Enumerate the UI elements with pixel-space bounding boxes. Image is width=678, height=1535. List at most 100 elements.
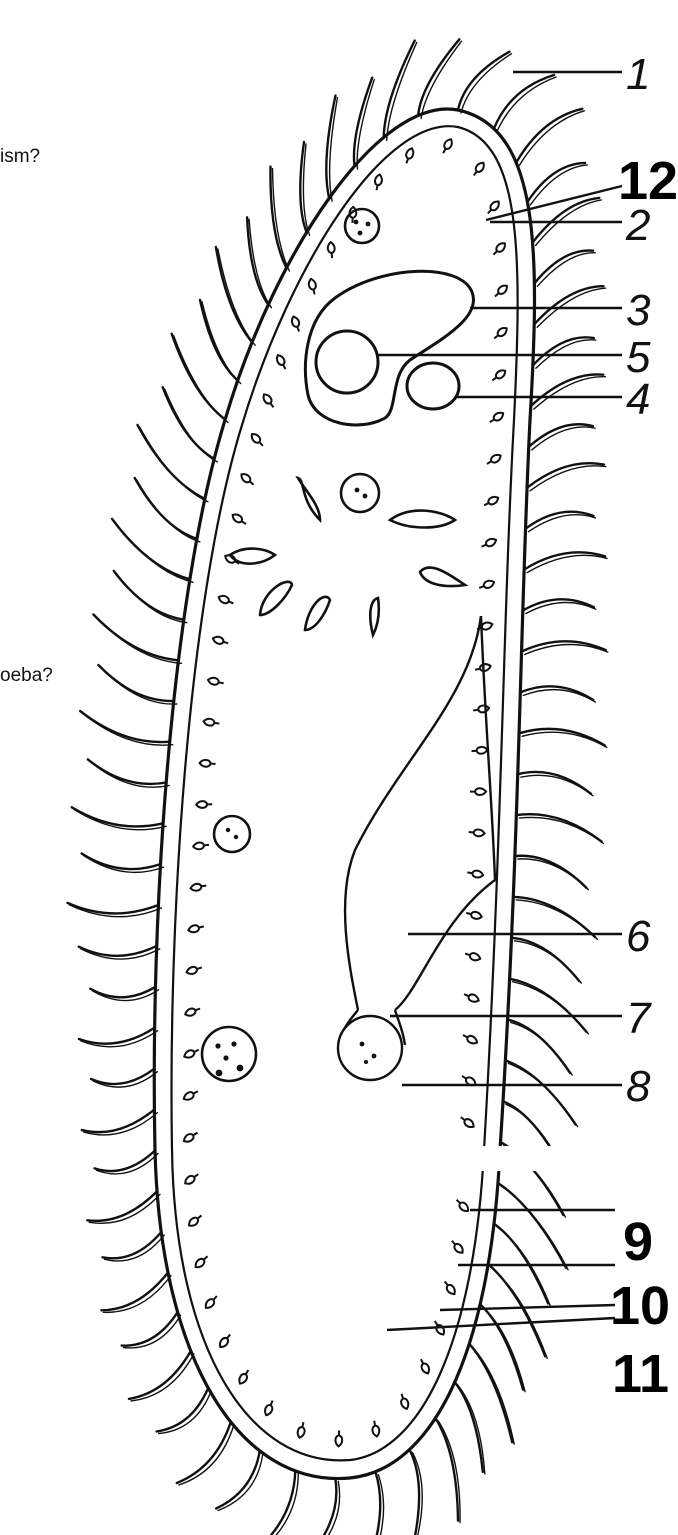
cilium [494, 1224, 548, 1304]
cilium [177, 1422, 231, 1483]
cilium [516, 814, 601, 841]
cilium [515, 856, 587, 888]
label-4: 4 [626, 375, 650, 424]
cilium [82, 1110, 155, 1133]
trichocyst [335, 1430, 342, 1446]
cilium [533, 198, 600, 243]
trichocyst [473, 705, 490, 714]
cilium [114, 571, 184, 620]
cilium [519, 729, 605, 746]
trichocyst [199, 760, 215, 768]
oral-apparatus [338, 616, 495, 1080]
trichocyst [490, 368, 507, 383]
cilium [512, 938, 580, 981]
label-8: 8 [626, 1062, 651, 1111]
trichocyst [492, 326, 509, 341]
label-numbers: 1 2 3 4 5 6 7 8 9 10 11 12 [610, 50, 678, 1404]
trichocyst [485, 199, 501, 215]
cilium [101, 1273, 168, 1311]
cilium [505, 1060, 575, 1124]
white-mask [235, 1096, 620, 1216]
trichocyst [308, 278, 318, 295]
trichocyst [182, 1088, 199, 1102]
trichocyst [403, 147, 415, 164]
cilium [534, 251, 593, 284]
trichocyst [188, 923, 205, 933]
trichocyst [485, 453, 502, 467]
cilium [163, 387, 215, 459]
trichocyst [203, 718, 220, 727]
trichocyst [275, 354, 289, 371]
label-12: 12 [618, 151, 678, 211]
trichocyst [491, 241, 507, 257]
cilium [79, 1028, 155, 1044]
trichocyst [212, 635, 229, 646]
label-7: 7 [626, 994, 652, 1043]
trichocyst [190, 882, 207, 891]
label-10: 10 [610, 1276, 670, 1336]
cilium [103, 1232, 162, 1258]
cilium [522, 641, 606, 651]
cilium [68, 903, 159, 914]
cilium [98, 665, 173, 701]
trichocyst [449, 1238, 465, 1254]
trichocyst [488, 410, 505, 425]
trichocyst [442, 1279, 457, 1296]
label-11: 11 [612, 1344, 669, 1404]
cilium [534, 286, 603, 324]
cilium [95, 1151, 155, 1172]
trichocyst [480, 537, 497, 550]
cilium [498, 1183, 566, 1268]
trichocyst [478, 579, 495, 591]
trichocyst [196, 801, 212, 808]
cilium [410, 1450, 420, 1535]
label-1: 1 [626, 50, 650, 99]
cilium [72, 807, 163, 826]
cilium [138, 425, 205, 499]
cilium [531, 374, 604, 406]
cilium [436, 1418, 459, 1521]
cilium [79, 946, 157, 956]
trichocyst [465, 910, 482, 921]
trichocyst [373, 174, 383, 191]
cilium [93, 615, 178, 661]
trichocyst [239, 472, 256, 488]
label-3: 3 [626, 286, 651, 335]
trichocyst [261, 392, 276, 409]
trichocyst [467, 869, 484, 878]
trichocyst [203, 1294, 219, 1310]
label-6: 6 [626, 912, 651, 961]
trichocyst [471, 746, 487, 754]
trichocyst [207, 677, 224, 687]
cilium [533, 337, 594, 365]
cilium [88, 759, 166, 784]
cilium [80, 711, 170, 742]
contractile-vacuole-5 [316, 331, 378, 393]
trichocyst [249, 432, 265, 448]
trichocyst [418, 1358, 431, 1375]
cilium [257, 1471, 296, 1535]
trichocyst [193, 841, 210, 849]
trichocyst [237, 1368, 251, 1385]
cilia [68, 39, 608, 1535]
cilium [112, 519, 190, 579]
trichocyst [183, 1047, 200, 1060]
label-9: 9 [623, 1212, 653, 1272]
cilium [366, 1472, 380, 1535]
cilium [455, 1382, 483, 1472]
trichocyst [183, 1171, 200, 1186]
trichocyst [184, 1005, 201, 1017]
trichocyst [461, 1032, 478, 1046]
cilium [480, 1304, 523, 1389]
trichocyst [231, 512, 248, 527]
trichocyst [296, 1421, 306, 1438]
micronucleus [407, 363, 459, 409]
label-5: 5 [626, 333, 651, 382]
trichocyst [371, 1420, 380, 1437]
trichocyst [493, 283, 509, 299]
cilium [200, 300, 238, 381]
trichocyst [464, 950, 481, 962]
cilium [513, 897, 595, 937]
cilium [527, 163, 585, 202]
